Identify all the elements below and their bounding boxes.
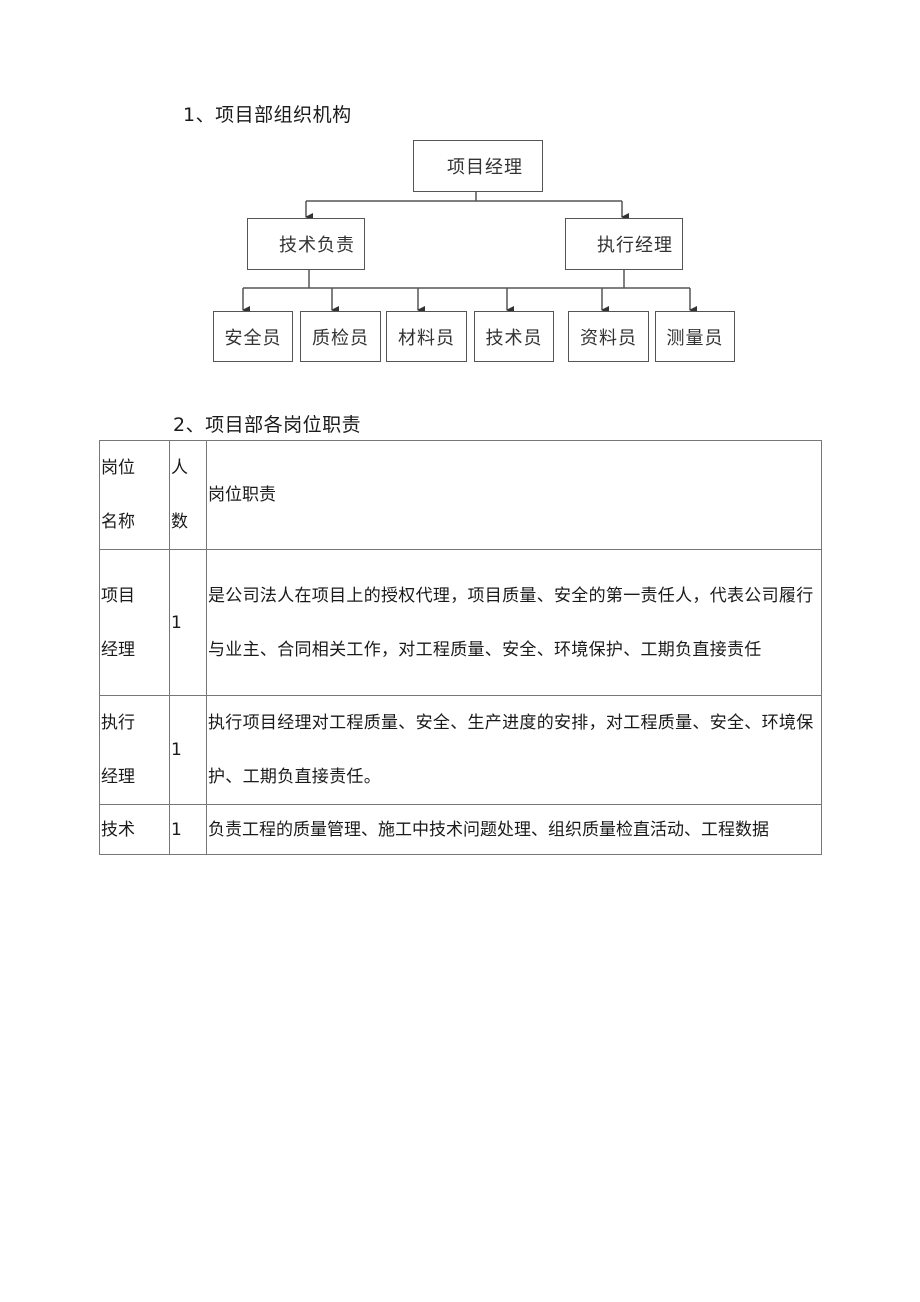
- org-node-project-manager: 项目经理: [413, 140, 543, 192]
- org-node-technician: 技术员: [474, 311, 554, 362]
- header-text: 人: [171, 458, 188, 478]
- cell-text: 经理: [101, 767, 135, 787]
- table-row: 项目 经理 1 是公司法人在项目上的授权代理，项目质量、安全的第一责任人，代表公…: [99, 549, 822, 696]
- org-node-quality-inspector: 质检员: [300, 311, 381, 362]
- org-node-label: 项目经理: [447, 157, 523, 178]
- org-node-label: 资料员: [580, 327, 637, 349]
- org-node-label: 技术负责: [279, 235, 355, 256]
- cell-text: 执行项目经理对工程质量、安全、生产进度的安排，对工程质量、安全、环境保护、工期负…: [208, 713, 814, 787]
- cell-text: 负责工程的质量管理、施工中技术问题处理、组织质量检直活动、工程数据: [208, 819, 769, 840]
- cell-text: 执行: [101, 713, 135, 733]
- cell-duty: 执行项目经理对工程质量、安全、生产进度的安排，对工程质量、安全、环境保护、工期负…: [206, 695, 822, 805]
- org-node-label: 执行经理: [597, 235, 673, 256]
- cell-count: 1: [169, 695, 207, 805]
- org-node-label: 测量员: [666, 327, 724, 349]
- table-header-row: 岗位 名称 人 数 岗位职责: [99, 440, 822, 550]
- org-chart-connectors: [242, 192, 697, 314]
- header-count: 人 数: [169, 440, 207, 550]
- org-node-label: 质检员: [312, 327, 369, 349]
- cell-text: 经理: [101, 639, 135, 660]
- duties-table: 岗位 名称 人 数 岗位职责 项目 经理 1 是公司法人在项目上的授权代理，项目…: [99, 440, 822, 855]
- cell-position: 执行 经理: [99, 695, 170, 805]
- header-position: 岗位 名称: [99, 440, 170, 550]
- table-row: 执行 经理 1 执行项目经理对工程质量、安全、生产进度的安排，对工程质量、安全、…: [99, 695, 822, 805]
- header-text: 名称: [101, 512, 135, 532]
- org-node-documentation-officer: 资料员: [568, 311, 649, 362]
- org-node-surveyor: 测量员: [655, 311, 735, 362]
- org-node-technical-lead: 技术负责: [247, 218, 365, 270]
- cell-duty: 是公司法人在项目上的授权代理，项目质量、安全的第一责任人，代表公司履行与业主、合…: [206, 549, 822, 696]
- org-node-safety-officer: 安全员: [213, 311, 293, 362]
- cell-text: 技术: [101, 819, 135, 840]
- org-node-label: 材料员: [398, 327, 455, 349]
- org-node-executive-manager: 执行经理: [565, 218, 683, 270]
- org-chart: 项目经理 技术负责 执行经理 安全员 质检员 材料员 技术员 资料员 测量员: [0, 0, 920, 400]
- header-text: 岗位职责: [208, 485, 276, 505]
- org-node-label: 技术员: [485, 327, 543, 349]
- cell-position: 项目 经理: [99, 549, 170, 696]
- org-node-label: 安全员: [224, 327, 282, 349]
- cell-text: 1: [171, 612, 182, 633]
- header-text: 数: [171, 512, 188, 532]
- cell-text: 1: [171, 819, 182, 840]
- header-duty: 岗位职责: [206, 440, 822, 550]
- cell-count: 1: [169, 549, 207, 696]
- org-node-materials-officer: 材料员: [386, 311, 467, 362]
- cell-duty: 负责工程的质量管理、施工中技术问题处理、组织质量检直活动、工程数据: [206, 804, 822, 855]
- cell-count: 1: [169, 804, 207, 855]
- section-heading-duties: 2、项目部各岗位职责: [173, 414, 362, 436]
- cell-text: 项目: [101, 585, 135, 606]
- header-text: 岗位: [101, 458, 135, 478]
- cell-text: 是公司法人在项目上的授权代理，项目质量、安全的第一责任人，代表公司履行与业主、合…: [208, 585, 814, 660]
- section-heading-org-structure: 1、项目部组织机构: [183, 104, 352, 126]
- cell-position: 技术: [99, 804, 170, 855]
- cell-text: 1: [171, 740, 182, 760]
- table-row: 技术 1 负责工程的质量管理、施工中技术问题处理、组织质量检直活动、工程数据: [99, 804, 822, 855]
